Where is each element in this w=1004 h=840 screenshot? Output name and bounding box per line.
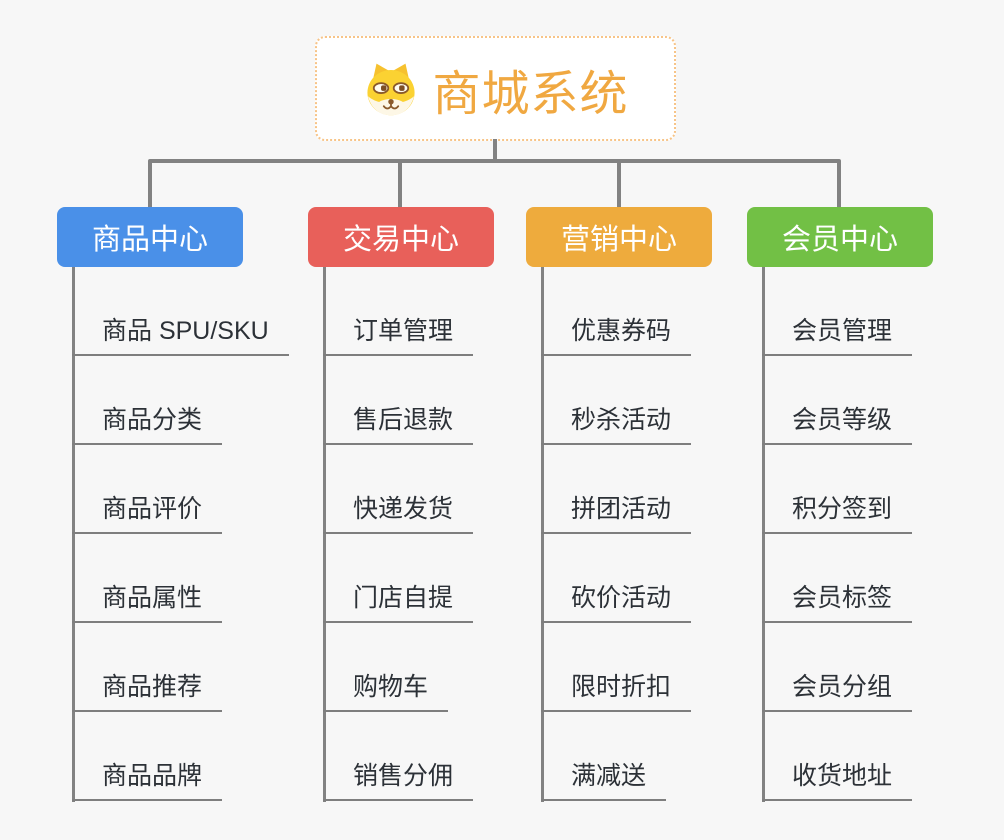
dog-face-icon	[367, 63, 416, 115]
leaf-node[interactable]: 限时折扣	[541, 672, 692, 712]
connector-trunk-marketing	[541, 267, 544, 802]
branch-node-trade-center[interactable]: 交易中心	[308, 207, 494, 267]
leaf-node[interactable]: 会员标签	[762, 583, 913, 623]
branch-column-trade: 交易中心 订单管理 售后退款 快递发货 门店自提 购物车 销售分佣	[308, 0, 568, 840]
connector-bus	[148, 159, 841, 163]
connector-trunk-member	[762, 267, 765, 802]
leaf-node[interactable]: 销售分佣	[323, 761, 474, 801]
connector-trunk-trade	[323, 267, 326, 802]
leaf-node[interactable]: 拼团活动	[541, 494, 692, 534]
leaf-node[interactable]: 商品属性	[72, 583, 223, 623]
leaf-node[interactable]: 售后退款	[323, 405, 474, 445]
leaf-node[interactable]: 订单管理	[323, 316, 474, 356]
branch-column-marketing: 营销中心 优惠券码 秒杀活动 拼团活动 砍价活动 限时折扣 满减送	[526, 0, 786, 840]
root-node[interactable]: 商城系统	[315, 36, 676, 141]
leaf-node[interactable]: 门店自提	[323, 583, 474, 623]
leaf-node[interactable]: 优惠券码	[541, 316, 692, 356]
leaf-node[interactable]: 会员管理	[762, 316, 913, 356]
leaf-node[interactable]: 满减送	[541, 761, 667, 801]
leaf-node[interactable]: 商品评价	[72, 494, 223, 534]
connector-trunk-product	[72, 267, 75, 802]
leaf-node[interactable]: 积分签到	[762, 494, 913, 534]
leaf-node[interactable]: 商品推荐	[72, 672, 223, 712]
branch-column-product: 商品中心 商品 SPU/SKU 商品分类 商品评价 商品属性 商品推荐 商品品牌	[57, 0, 317, 840]
leaf-node[interactable]: 商品分类	[72, 405, 223, 445]
branch-node-product-center[interactable]: 商品中心	[57, 207, 243, 267]
leaf-node[interactable]: 会员分组	[762, 672, 913, 712]
branch-node-member-center[interactable]: 会员中心	[747, 207, 933, 267]
leaf-node[interactable]: 秒杀活动	[541, 405, 692, 445]
leaf-node[interactable]: 购物车	[323, 672, 449, 712]
connector-drop-product	[148, 161, 152, 208]
connector-drop-marketing	[617, 161, 621, 208]
leaf-node[interactable]: 商品 SPU/SKU	[72, 316, 289, 356]
root-node-title: 商城系统	[432, 67, 629, 121]
branch-node-marketing-center[interactable]: 营销中心	[526, 207, 712, 267]
leaf-node[interactable]: 快递发货	[323, 494, 474, 534]
leaf-node[interactable]: 砍价活动	[541, 583, 692, 623]
leaf-node[interactable]: 会员等级	[762, 405, 913, 445]
leaf-node[interactable]: 收货地址	[762, 761, 913, 801]
connector-drop-trade	[398, 161, 402, 208]
connector-drop-member	[837, 161, 841, 208]
connector-root-stub	[493, 139, 497, 163]
branch-column-member: 会员中心 会员管理 会员等级 积分签到 会员标签 会员分组 收货地址	[747, 0, 1004, 840]
leaf-node[interactable]: 商品品牌	[72, 761, 223, 801]
